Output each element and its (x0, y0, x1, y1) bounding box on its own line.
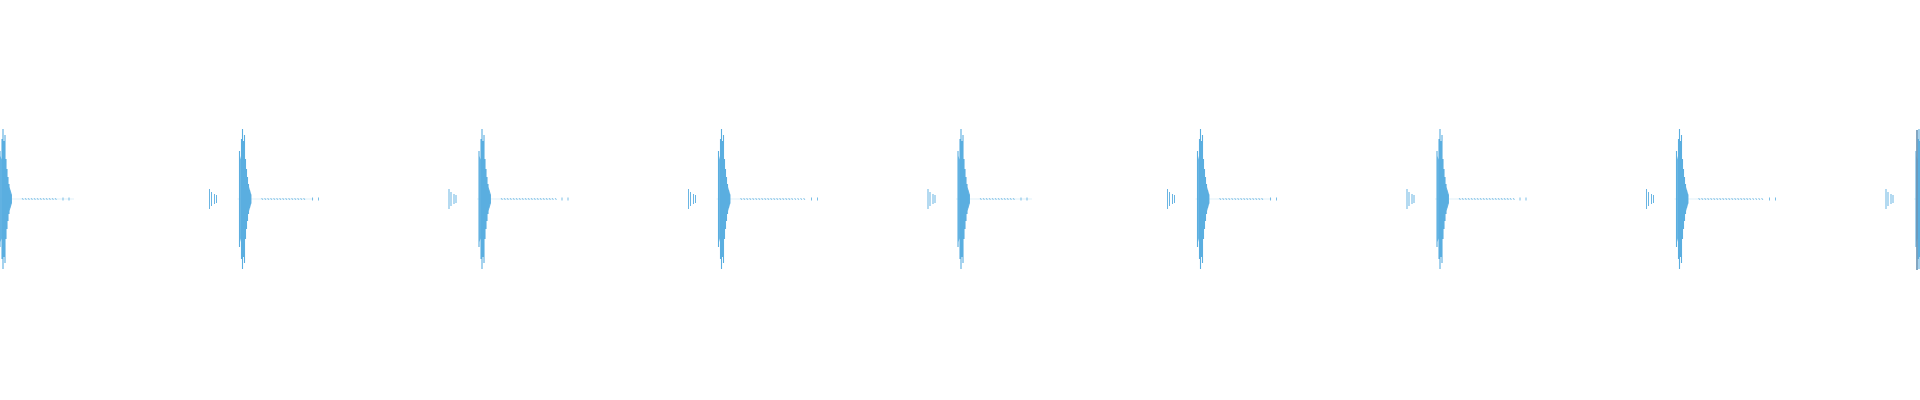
waveform-clip (1406, 129, 1527, 269)
waveform-clip (1646, 129, 1776, 269)
waveform-clip (209, 129, 319, 269)
waveform-clip (1885, 129, 1920, 269)
waveform-clip (448, 129, 569, 269)
waveform-clip (688, 129, 818, 269)
waveform-clip (1167, 129, 1277, 269)
waveform-clip (0, 129, 74, 269)
waveform-clip (927, 129, 1032, 269)
playhead-marker[interactable] (1916, 130, 1918, 270)
